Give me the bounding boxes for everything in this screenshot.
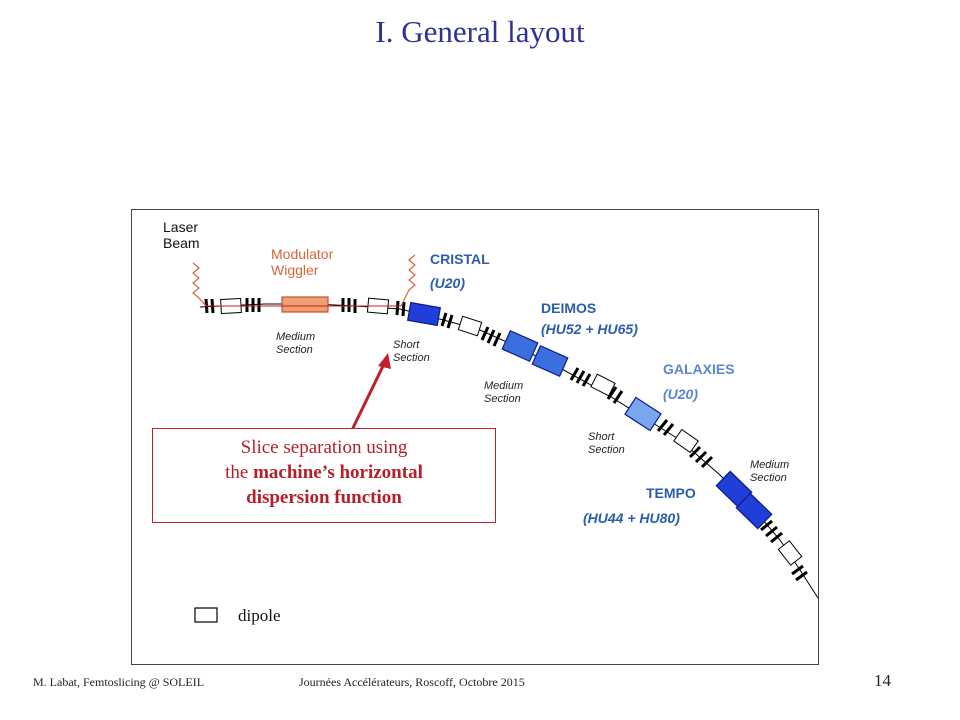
modulator-label: Modulator bbox=[271, 246, 334, 262]
modulator-label: Wiggler bbox=[271, 262, 319, 278]
legend-dipole-icon bbox=[194, 607, 218, 623]
galaxies-label: GALAXIES bbox=[663, 361, 735, 377]
galaxies-undulator bbox=[624, 396, 662, 432]
cristal-undulator-label: (U20) bbox=[430, 275, 465, 291]
section-label: Medium bbox=[276, 331, 315, 343]
layout-diagram-frame bbox=[131, 209, 819, 665]
callout-line: dispersion function bbox=[246, 487, 402, 508]
page-title: I. General layout bbox=[375, 14, 585, 49]
modulator-wiggler bbox=[281, 296, 329, 313]
arrow-head-icon bbox=[378, 353, 391, 369]
dipole bbox=[777, 540, 803, 566]
deimos-undulator-label: (HU52 + HU65) bbox=[541, 321, 638, 337]
deimos-undulator-1 bbox=[501, 329, 539, 363]
cristal-undulator bbox=[406, 301, 442, 327]
tempo-label: TEMPO bbox=[646, 485, 696, 501]
deimos-label: DEIMOS bbox=[541, 300, 596, 316]
section-label: Short bbox=[588, 431, 615, 443]
section-label: Section bbox=[588, 444, 625, 456]
callout-line: Slice separation using bbox=[240, 437, 408, 458]
laser-beam-in-icon bbox=[192, 262, 207, 307]
section-label: Medium bbox=[484, 380, 523, 392]
dipole bbox=[673, 428, 699, 454]
callout-line: the machine’s horizontal bbox=[225, 462, 423, 483]
deimos-undulator-2 bbox=[531, 344, 569, 378]
cristal-label: CRISTAL bbox=[430, 251, 490, 267]
section-label: Medium bbox=[750, 459, 789, 471]
tempo-undulator-label: (HU44 + HU80) bbox=[583, 510, 680, 526]
laser-beam-out-icon bbox=[400, 254, 416, 307]
callout-box: Slice separation using the machine’s hor… bbox=[152, 428, 496, 523]
dipole bbox=[590, 373, 616, 397]
laser-label: Laser bbox=[163, 219, 198, 235]
legend-dipole-label: dipole bbox=[238, 606, 281, 625]
section-label: Short bbox=[393, 339, 420, 351]
footer-conference: Journées Accélérateurs, Roscoff, Octobre… bbox=[299, 675, 525, 689]
callout-arrow bbox=[350, 363, 386, 431]
laser-label: Beam bbox=[163, 235, 200, 251]
section-label: Section bbox=[393, 352, 430, 364]
galaxies-undulator-label: (U20) bbox=[663, 386, 698, 402]
section-label: Section bbox=[750, 472, 787, 484]
footer-author: M. Labat, Femtoslicing @ SOLEIL bbox=[33, 675, 205, 689]
section-label: Section bbox=[276, 344, 313, 356]
tempo-undulator-2 bbox=[735, 492, 773, 530]
quadrupoles bbox=[204, 298, 808, 582]
dipole bbox=[457, 315, 483, 337]
section-label: Section bbox=[484, 393, 521, 405]
page-number: 14 bbox=[874, 671, 891, 690]
